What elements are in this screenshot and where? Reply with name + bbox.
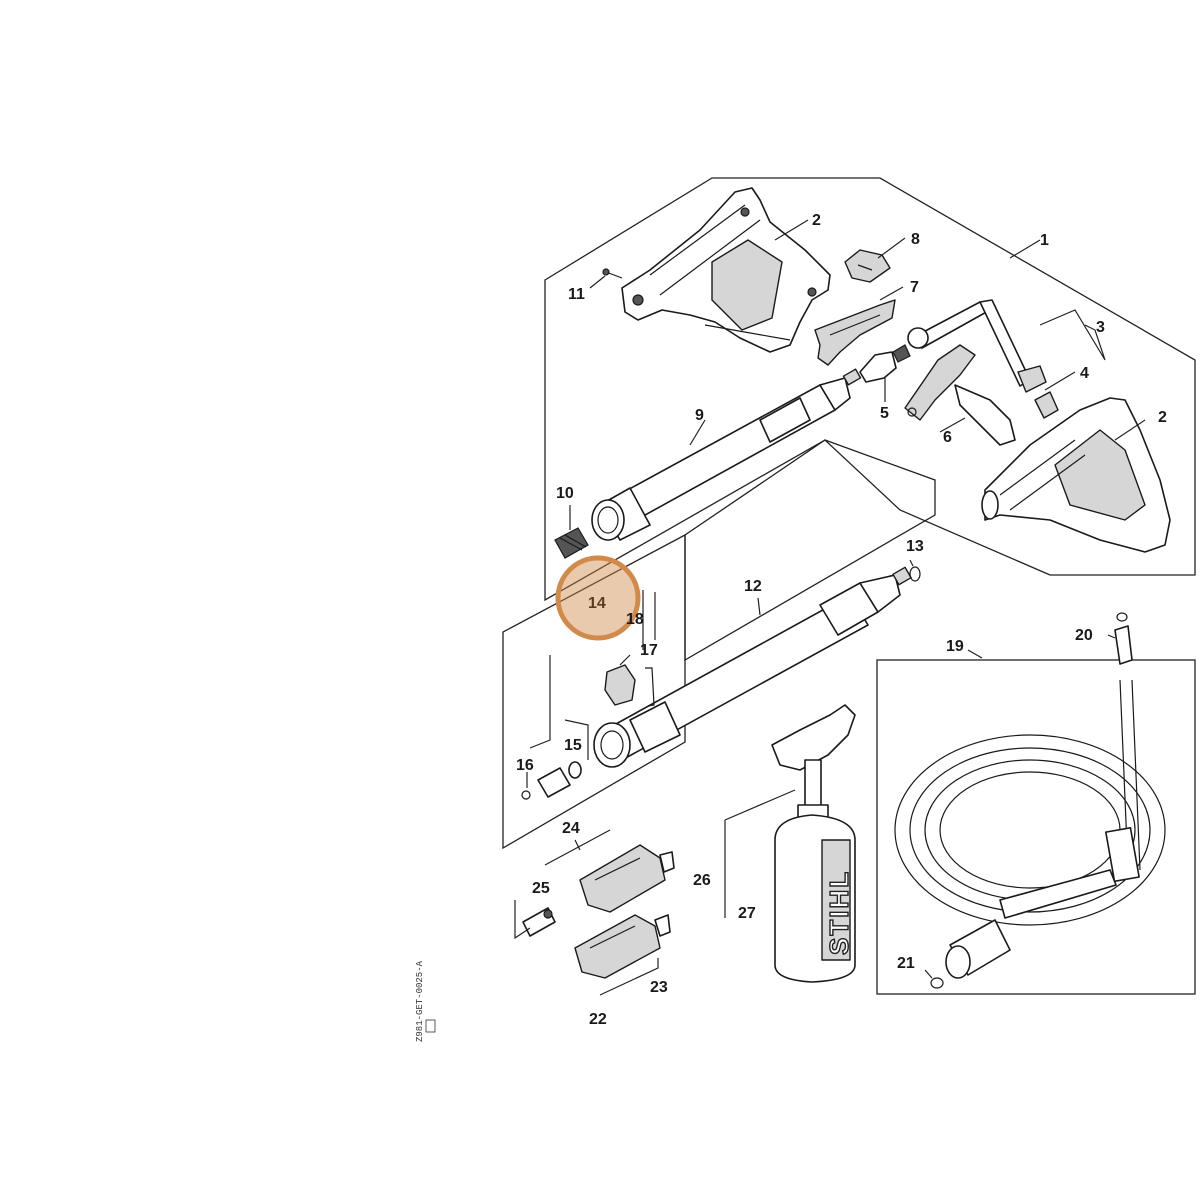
part-label-2-bottom[interactable]: 2 — [1158, 409, 1167, 426]
latch-part — [604, 664, 655, 707]
part-label-27[interactable]: 27 — [738, 905, 756, 922]
drawing-code: Z981-GET-0025-A — [415, 960, 425, 1042]
highlight-circle — [555, 555, 641, 641]
part-label-4[interactable]: 4 — [1080, 365, 1089, 382]
part-label-19[interactable]: 19 — [946, 638, 964, 655]
trigger-grip-half-top — [621, 187, 831, 353]
part-label-11[interactable]: 11 — [568, 286, 585, 303]
screw-part — [602, 268, 623, 279]
part-label-25[interactable]: 25 — [532, 880, 550, 897]
part-label-21[interactable]: 21 — [897, 955, 915, 972]
part-label-6[interactable]: 6 — [943, 429, 952, 446]
nozzle-insert-part — [554, 527, 589, 559]
hose-o-ring-part — [930, 977, 944, 989]
lance-tube-lower — [593, 566, 912, 768]
valve-part — [859, 344, 911, 383]
part-label-14[interactable]: 14 — [588, 595, 606, 612]
rotary-nozzle-part — [579, 844, 675, 913]
part-label-3[interactable]: 3 — [1096, 319, 1105, 336]
part-label-20[interactable]: 20 — [1075, 627, 1093, 644]
part-label-18[interactable]: 18 — [626, 611, 644, 628]
part-label-22[interactable]: 22 — [589, 1011, 607, 1028]
o-ring-part — [909, 566, 921, 582]
part-label-15[interactable]: 15 — [564, 737, 582, 754]
trigger-lever-part — [814, 299, 896, 366]
part-label-10[interactable]: 10 — [556, 485, 574, 502]
leader-lines — [514, 219, 1146, 996]
group-frame-1 — [544, 177, 1196, 602]
part-label-7[interactable]: 7 — [910, 279, 919, 296]
hose-coil-part — [894, 679, 1166, 979]
foam-bottle-part: STIHL — [771, 704, 856, 983]
part-label-17[interactable]: 17 — [640, 642, 658, 659]
group-frame-19 — [876, 659, 1196, 995]
fan-nozzle-part — [574, 914, 671, 979]
part-label-5[interactable]: 5 — [880, 405, 889, 422]
connector-tube-part — [907, 299, 1059, 419]
part-label-2-top[interactable]: 2 — [812, 212, 821, 229]
trigger-grip-half-bottom — [981, 397, 1171, 553]
adapter-part — [522, 907, 556, 937]
part-labels: 1 2 2 3 4 5 6 7 8 9 10 11 12 13 14 15 16… — [516, 212, 1167, 1028]
hose-connector-part — [1114, 612, 1133, 665]
part-label-9[interactable]: 9 — [695, 407, 704, 424]
part-label-23[interactable]: 23 — [650, 979, 668, 996]
part-label-1[interactable]: 1 — [1040, 232, 1049, 249]
part-label-24[interactable]: 24 — [562, 820, 580, 837]
part-label-16[interactable]: 16 — [516, 757, 534, 774]
part-label-8[interactable]: 8 — [911, 231, 920, 248]
trigger-part — [904, 344, 1016, 446]
bottle-brand-text: STIHL — [824, 870, 854, 955]
lance-tube-upper — [591, 368, 862, 541]
drawing-code-box — [425, 1019, 436, 1033]
part-label-12[interactable]: 12 — [744, 578, 762, 595]
part-label-26[interactable]: 26 — [693, 872, 711, 889]
part-label-13[interactable]: 13 — [906, 538, 924, 555]
nozzle-assembly-part — [521, 761, 582, 800]
